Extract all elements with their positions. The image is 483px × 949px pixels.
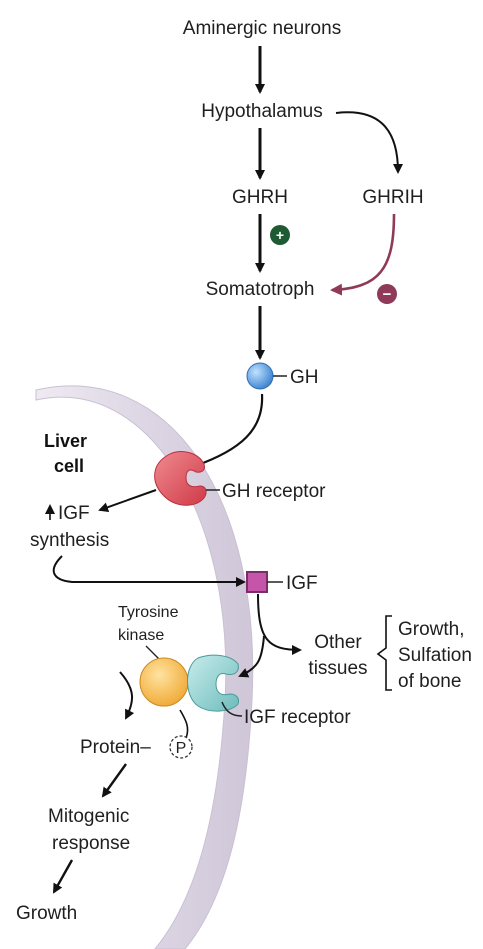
igf-receptor-label: IGF receptor [244,707,351,728]
tyrosine-kinase-label-line2: kinase [118,627,164,644]
growth-label: Growth [16,903,77,924]
svg-text:+: + [276,227,284,243]
effects-label-line3: of bone [398,671,461,692]
aminergic-neurons-label: Aminergic neurons [183,18,341,39]
svg-text:P: P [176,740,187,757]
arrow-kinase-right-curl [179,709,189,739]
svg-text:−: − [383,286,392,303]
phosphate-symbol: P [169,735,193,759]
arrow-protein-to-mitogenic [101,763,127,798]
arrow-gh-to-receptor [193,393,264,469]
hypothalamus-label: Hypothalamus [201,101,322,122]
gh-label: GH [290,367,319,388]
arrow-igf-to-receptor [238,635,265,678]
arrow-mitogenic-to-growth [52,859,74,894]
tyrosine-kinase-pointer [145,645,161,661]
arrow-ghrih-inhibits-somatotroph [330,213,396,296]
gh-ball [246,362,274,390]
protein-label: Protein– [80,737,151,758]
stimulate-sign: + [270,225,290,245]
liver-cell-label-line1: Liver [44,431,87,451]
gh-receptor-label: GH receptor [222,481,326,502]
effects-label-line1: Growth, [398,619,465,640]
tyrosine-kinase-label-line1: Tyrosine [118,604,179,621]
mitogenic-response-label-line2: response [52,833,130,854]
arrow-receptor-to-igf-synthesis [98,489,157,513]
other-tissues-label-line2: tissues [308,658,367,679]
ghrih-label: GHRIH [362,187,423,208]
igf-label: IGF [286,573,318,594]
mitogenic-response-label-line1: Mitogenic [48,806,129,827]
inhibit-sign: − [377,284,397,304]
effects-label-line2: Sulfation [398,645,472,666]
igf-receptor-connector [221,701,243,717]
tyrosine-kinase-ball [139,657,189,707]
ghrh-label: GHRH [232,187,288,208]
igf-synthesis-label-line2: synthesis [30,530,109,551]
arrow-igf-to-other-tissues [257,593,302,655]
igf-receptor-shape [187,654,239,712]
igf-synthesis-label-line1: IGF [58,503,90,524]
liver-cell-label-line2: cell [54,456,84,476]
somatotroph-label: Somatotroph [206,279,315,300]
other-tissues-label-line1: Other [314,632,362,653]
arrow-igf-synthesis-to-igf [52,555,246,587]
gh-receptor-shape [154,451,207,506]
arrow-hypothalamus-to-ghrih [335,111,403,174]
arrow-kinase-curl [119,671,135,720]
igf-square [246,571,268,593]
effects-bracket [376,615,392,691]
